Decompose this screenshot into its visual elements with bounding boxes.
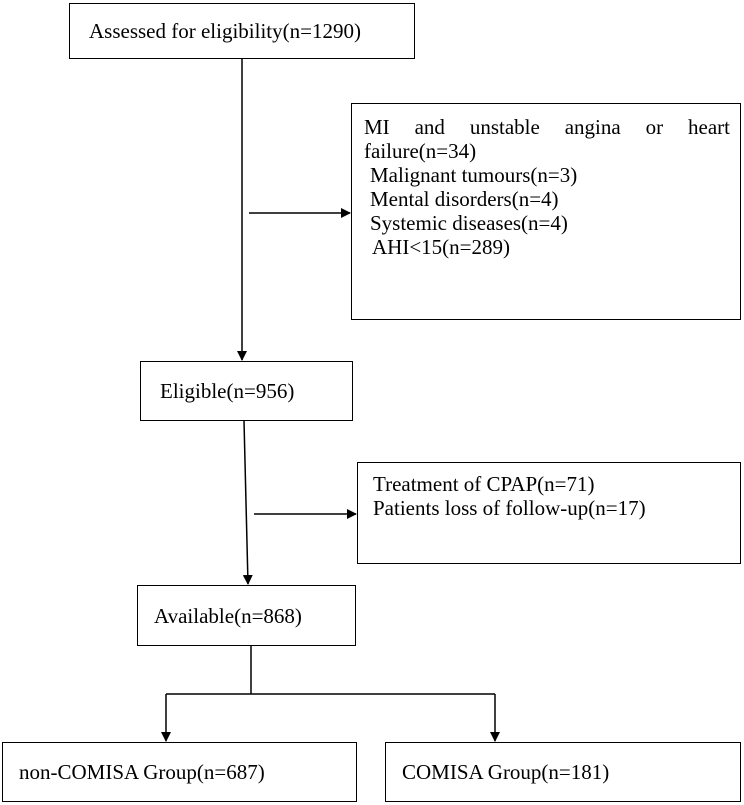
non-comisa-box: non-COMISA Group(n=687)	[2, 742, 357, 802]
available-label: Available(n=868)	[154, 603, 302, 628]
exclusion-1-line-3: Malignant tumours(n=3)	[370, 163, 578, 187]
eligible-box: Eligible(n=956)	[140, 361, 353, 421]
exclusion-1-line-5: Systemic diseases(n=4)	[370, 211, 568, 235]
exclusion-1-line-1: MI and unstable angina or heart	[364, 115, 730, 139]
comisa-label: COMISA Group(n=181)	[402, 760, 610, 784]
assessed-label: Assessed for eligibility(n=1290)	[89, 19, 361, 43]
exclusion-box-1: MI and unstable angina or heart failure(…	[351, 103, 741, 320]
available-box: Available(n=868)	[137, 585, 356, 646]
exclusion-2-line-2: Patients loss of follow-up(n=17)	[373, 496, 646, 520]
arrow-eligible-to-available	[242, 420, 253, 585]
exclusion-1-line-6: AHI<15(n=289)	[372, 235, 510, 259]
eligible-label: Eligible(n=956)	[160, 379, 295, 403]
exclusion-1-line-2: failure(n=34)	[364, 139, 477, 163]
non-comisa-label: non-COMISA Group(n=687)	[19, 760, 265, 784]
exclusion-1-line-4: Mental disorders(n=4)	[370, 187, 559, 211]
comisa-box: COMISA Group(n=181)	[385, 742, 741, 802]
exclusion-box-2: Treatment of CPAP(n=71) Patients loss of…	[357, 462, 741, 564]
exclusion-2-line-1: Treatment of CPAP(n=71)	[373, 472, 595, 496]
assessed-box: Assessed for eligibility(n=1290)	[69, 3, 415, 59]
